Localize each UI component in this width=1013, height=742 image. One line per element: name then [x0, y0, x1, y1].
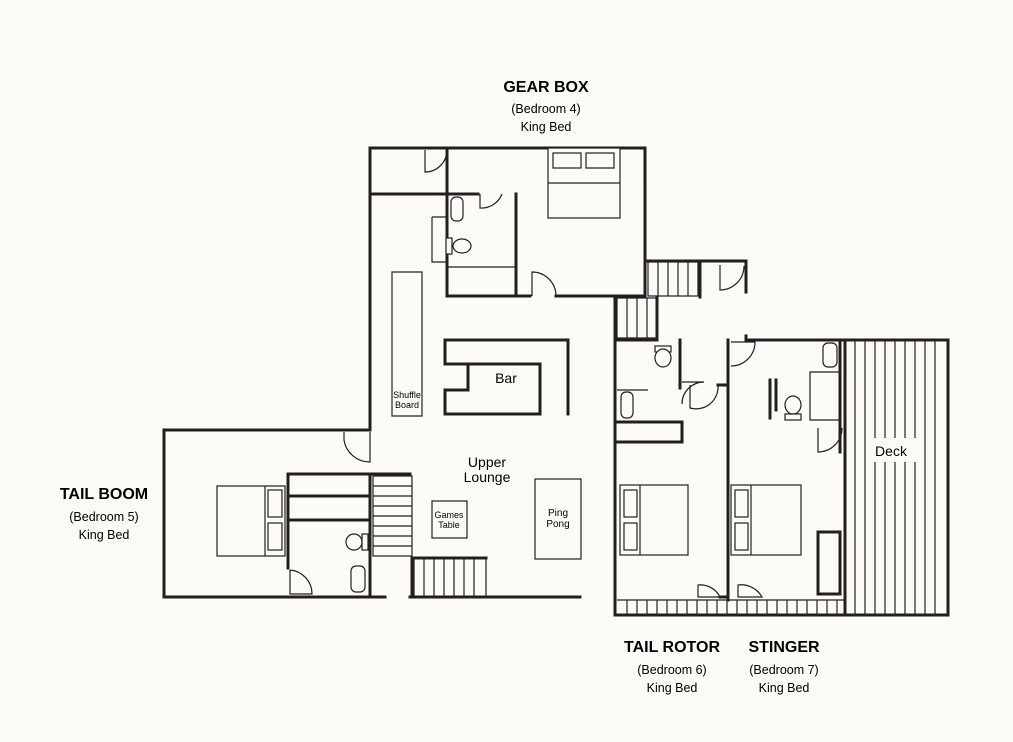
upper-corridor	[678, 259, 756, 602]
games-table	[431, 500, 468, 539]
gear-box-caption: GEAR BOX (Bedroom 4) King Bed	[503, 79, 589, 134]
stinger-bedroom: (Bedroom 7)	[749, 663, 818, 677]
sink-icon	[450, 196, 464, 222]
stairs-lower	[413, 557, 487, 598]
gear-box-bed: King Bed	[521, 120, 572, 134]
deck-label: Deck	[875, 443, 908, 459]
toilet-icon	[345, 533, 363, 551]
upper-lounge-label-2: Lounge	[464, 469, 511, 485]
toilet-icon	[452, 238, 472, 254]
tail-rotor-title: TAIL ROTOR	[624, 639, 720, 656]
tail-boom-title: TAIL BOOM	[60, 486, 148, 503]
shuffle-board-label-1: Shuffle	[393, 390, 421, 400]
bar-counter	[443, 338, 570, 416]
stairs-upper	[615, 261, 699, 342]
stinger-bed: King Bed	[759, 681, 810, 695]
tail-boom-room	[216, 432, 413, 599]
tail-boom-bedroom: (Bedroom 5)	[69, 510, 138, 524]
upper-lounge: Shuffle Board Bar Upper Lounge Games Tab…	[391, 271, 582, 599]
bar-label: Bar	[495, 370, 517, 386]
tail-boom-caption: TAIL BOOM (Bedroom 5) King Bed	[60, 486, 148, 542]
toilet-icon	[654, 348, 672, 368]
games-table-label-2: Table	[438, 520, 460, 530]
tail-rotor-bedroom: (Bedroom 6)	[637, 663, 706, 677]
ping-pong-label-2: Pong	[546, 519, 569, 530]
sink-icon	[822, 342, 838, 368]
toilet-icon	[784, 395, 802, 415]
stinger-title: STINGER	[748, 639, 820, 656]
shuffle-board	[391, 271, 423, 417]
gear-box-title: GEAR BOX	[503, 79, 589, 96]
shuffle-board-label-2: Board	[395, 400, 419, 410]
ping-pong-table	[534, 478, 582, 560]
stinger-room	[730, 338, 843, 598]
tail-rotor-bed: King Bed	[647, 681, 698, 695]
sink-icon	[350, 565, 366, 593]
gear-box-bedroom: (Bedroom 4)	[511, 102, 580, 116]
gear-box-room	[424, 146, 646, 298]
tail-rotor-caption: TAIL ROTOR (Bedroom 6) King Bed	[624, 639, 720, 695]
tail-rotor-room	[615, 345, 730, 599]
games-table-label-1: Games	[434, 510, 464, 520]
upper-lounge-label-1: Upper	[468, 454, 506, 470]
ping-pong-label-1: Ping	[548, 508, 568, 519]
tail-boom-bed: King Bed	[79, 528, 130, 542]
stinger-caption: STINGER (Bedroom 7) King Bed	[748, 639, 820, 695]
deck: Deck	[843, 338, 950, 617]
walkway	[617, 599, 845, 615]
sink-icon	[620, 391, 634, 419]
